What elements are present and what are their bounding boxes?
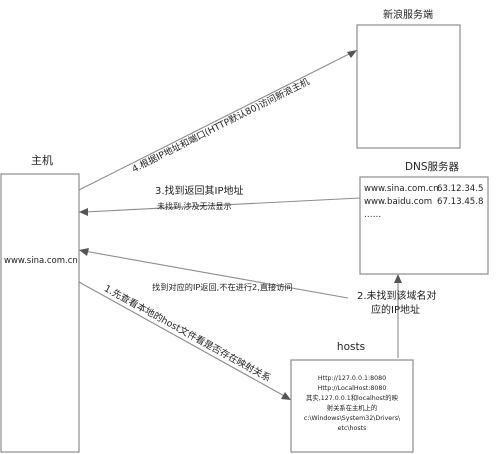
edge-found-return-line	[83, 250, 349, 299]
edge-step4: 4.根据IP地址和端口(HTTP默认80)访问新浪主机	[78, 50, 357, 191]
edge-found-return: 找到对应的IP返回,不在进行2,直接访问	[79, 248, 349, 299]
edge-found-return-arrowhead	[79, 248, 89, 256]
dns-row-1-ip: 63.12.34.5	[437, 184, 483, 194]
hosts-node: hosts Http://127.0.0.1:8080 Http://Local…	[290, 341, 414, 453]
hosts-line-1: Http://127.0.0.1:8080	[318, 375, 386, 382]
host-title: 主机	[31, 153, 53, 167]
edge-step2-label-line1: 2.未找到该域名对	[357, 289, 437, 302]
edge-step3-arrowhead	[79, 208, 88, 216]
hosts-line-3: 其实,127.0.0.1和localhost的映	[306, 393, 398, 402]
edge-step3: 3.找到返回其IP地址 未找到,涉及无法显示	[79, 184, 361, 216]
sina-server-node: 新浪服务端	[356, 8, 461, 149]
host-content: www.sina.com.cn	[4, 256, 78, 266]
edge-step1-line	[78, 281, 289, 399]
edge-step4-arrowhead	[347, 50, 357, 58]
edge-step1: 1.先查看本地的host文件看是否存在映射关系	[78, 281, 291, 400]
edge-step2-arrowhead	[394, 274, 402, 283]
edge-step4-label: 4.根据IP地址和端口(HTTP默认80)访问新浪主机	[130, 76, 311, 176]
host-box	[0, 173, 80, 453]
edge-step4-line	[78, 51, 354, 191]
dns-row-1-domain: www.sina.com.cn	[364, 184, 439, 194]
hosts-line-6: etc\hosts	[338, 425, 367, 432]
dns-row-2-domain: www.baidu.com	[364, 197, 432, 207]
dns-title: DNS服务器	[405, 160, 460, 173]
edge-step2: 2.未找到该域名对 应的IP地址	[357, 274, 437, 358]
sina-server-box	[356, 24, 461, 149]
dns-node: DNS服务器 www.sina.com.cn 63.12.34.5 www.ba…	[359, 160, 489, 275]
edge-step2-label-line2: 应的IP地址	[371, 303, 420, 316]
edge-step1-label: 1.先查看本地的host文件看是否存在映射关系	[102, 282, 273, 384]
hosts-line-2: Http://LocalHost:8080	[318, 385, 387, 392]
dns-row-2-ip: 67.13.45.8	[437, 197, 483, 207]
dns-box	[359, 176, 489, 275]
hosts-line-4: 射关系在主机上的	[327, 403, 377, 412]
sina-server-title: 新浪服务端	[383, 8, 433, 21]
hosts-line-5: c:\Windows\System32\Drivers\	[304, 415, 401, 422]
edge-step3-line	[83, 197, 361, 213]
edge-step1-arrowhead	[281, 392, 291, 400]
edge-step3-note: 未找到,涉及无法显示	[157, 201, 232, 211]
hosts-box	[290, 359, 414, 453]
hosts-title: hosts	[337, 341, 365, 353]
edge-found-return-label: 找到对应的IP返回,不在进行2,直接访问	[152, 282, 293, 292]
dns-ellipsis: ……	[364, 210, 381, 220]
edge-step3-label: 3.找到返回其IP地址	[155, 184, 244, 197]
host-node: 主机 www.sina.com.cn	[0, 153, 80, 453]
